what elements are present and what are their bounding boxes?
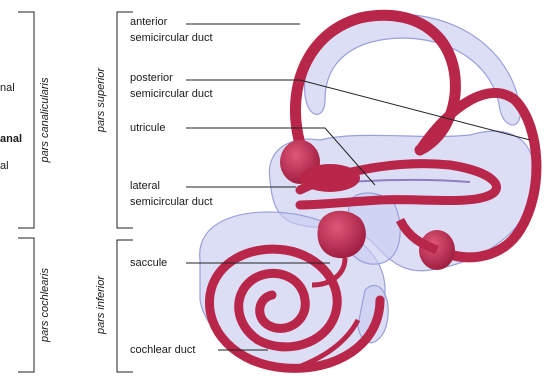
label-posterior-line2: semicircular duct	[130, 87, 213, 101]
label-lateral-line2: semicircular duct	[130, 195, 213, 209]
leader-posterior	[186, 80, 530, 140]
label-cochlear-duct: cochlear duct	[130, 343, 195, 357]
label-saccule: saccule	[130, 256, 167, 270]
label-utricule: utricule	[130, 121, 165, 135]
bracket-pars-canalicularis	[18, 12, 34, 228]
inner-ear-illustration	[200, 14, 537, 370]
membrane-envelope	[200, 14, 535, 368]
label-anterior-line2: semicircular duct	[130, 31, 213, 45]
label-lateral-line1: lateral	[130, 179, 160, 193]
bracket-pars-cochlearis	[18, 238, 34, 372]
label-pars-cochlearis: pars cochlearis	[38, 225, 52, 385]
diagram-canvas	[0, 0, 551, 377]
label-anterior-line1: anterior	[130, 15, 167, 29]
label-pars-canalicularis: pars canalicularis	[38, 40, 52, 200]
saccule-body	[317, 211, 365, 258]
label-pars-inferior: pars inferior	[94, 225, 108, 385]
label-posterior-line1: posterior	[130, 71, 173, 85]
label-pars-superior: pars superior	[94, 20, 108, 180]
